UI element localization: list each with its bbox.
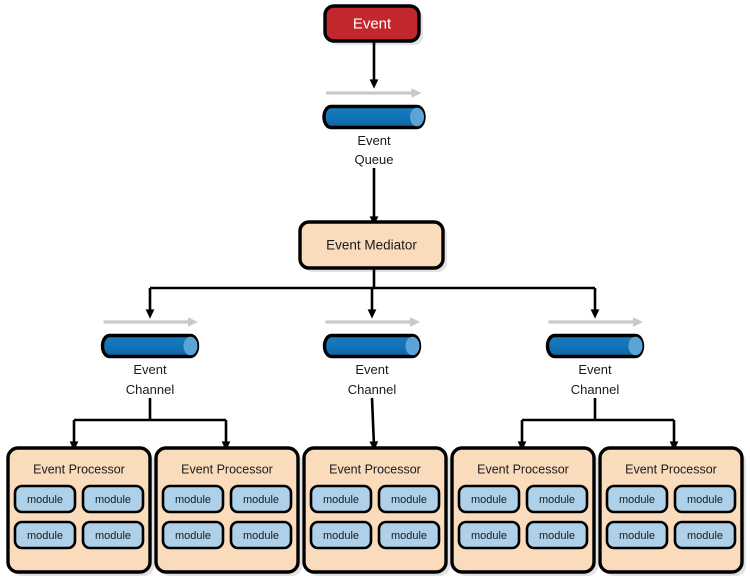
module-box-5-2 (673, 484, 737, 514)
module-label-1-2: module (95, 494, 131, 506)
module-box-2-1 (161, 484, 225, 514)
connector-channel-2-to-processor (369, 397, 379, 451)
module-label-1-3: module (27, 530, 63, 542)
module-box-1-2 (81, 484, 145, 514)
module-label-2-2: module (243, 494, 279, 506)
event-channel-caption-line2-2: Channel (348, 382, 397, 397)
event-channel-cylinder-2 (322, 333, 422, 359)
event-node (323, 4, 421, 43)
event-queue-cylinder (322, 104, 426, 130)
event-processor-label-3: Event Processor (329, 462, 421, 476)
module-box-5-3 (605, 520, 669, 550)
event-node-label: Event (353, 15, 392, 32)
module-box-2-3 (161, 520, 225, 550)
event-processor-label-5: Event Processor (625, 462, 717, 476)
event-channel-caption-line1-2: Event (355, 362, 389, 377)
module-label-5-4: module (687, 530, 723, 542)
event-mediator-label: Event Mediator (326, 238, 417, 253)
event-channel-caption-line2-3: Channel (571, 382, 620, 397)
event-queue-caption-line2: Queue (354, 152, 393, 167)
module-label-5-1: module (619, 494, 655, 506)
module-label-3-2: module (391, 494, 427, 506)
module-label-5-3: module (619, 530, 655, 542)
module-label-5-2: module (687, 494, 723, 506)
module-box-2-2 (229, 484, 293, 514)
module-label-1-4: module (95, 530, 131, 542)
module-label-1-1: module (27, 494, 63, 506)
module-label-2-1: module (175, 494, 211, 506)
module-box-4-1 (457, 484, 521, 514)
event-channel-caption-line1-3: Event (578, 362, 612, 377)
module-label-3-4: module (391, 530, 427, 542)
module-box-5-4 (673, 520, 737, 550)
module-box-4-2 (525, 484, 589, 514)
module-box-3-2 (377, 484, 441, 514)
module-box-3-3 (309, 520, 373, 550)
event-channel-cylinder-3 (545, 333, 645, 359)
event-processor-label-2: Event Processor (181, 462, 273, 476)
module-box-4-3 (457, 520, 521, 550)
module-box-3-4 (377, 520, 441, 550)
event-processor-label-1: Event Processor (33, 462, 125, 476)
node-layer (6, 4, 744, 574)
module-box-1-1 (13, 484, 77, 514)
event-queue-caption-line1: Event (357, 133, 391, 148)
connector-layer (69, 41, 679, 451)
module-box-1-4 (81, 520, 145, 550)
event-channel-cylinder-1 (100, 333, 200, 359)
event-channel-caption-line1-1: Event (133, 362, 167, 377)
module-box-2-4 (229, 520, 293, 550)
module-label-2-3: module (175, 530, 211, 542)
module-box-1-3 (13, 520, 77, 550)
event-processor-label-4: Event Processor (477, 462, 569, 476)
module-label-3-3: module (323, 530, 359, 542)
event-channel-caption-line2-1: Channel (126, 382, 175, 397)
module-label-4-2: module (539, 494, 575, 506)
module-label-4-4: module (539, 530, 575, 542)
module-label-4-3: module (471, 530, 507, 542)
module-label-3-1: module (323, 494, 359, 506)
module-label-4-1: module (471, 494, 507, 506)
module-label-2-4: module (243, 530, 279, 542)
module-box-4-4 (525, 520, 589, 550)
event-mediator-node (298, 220, 445, 270)
module-box-3-1 (309, 484, 373, 514)
module-box-5-1 (605, 484, 669, 514)
